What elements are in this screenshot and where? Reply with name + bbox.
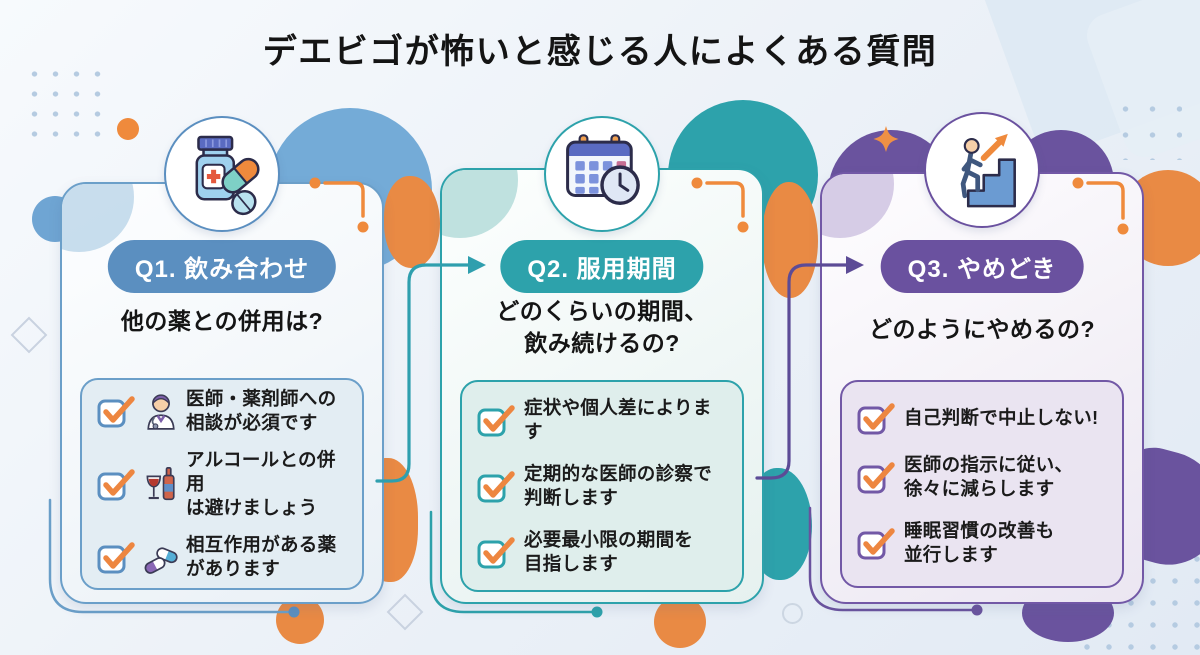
orange-dot-decoration [117, 118, 139, 140]
orange-semicircle-decoration [654, 596, 706, 648]
dot-grid-decoration [1112, 96, 1182, 160]
dot-grid-decoration [24, 64, 110, 146]
pills-icon [144, 547, 178, 574]
list-item-text: 相互作用がある薬 があります [186, 534, 337, 580]
stairs-up-icon [924, 112, 1040, 228]
list-item: 睡眠習慣の改善も 並行します [856, 519, 1108, 567]
checkbox-checked-icon [97, 542, 135, 574]
checkbox-checked-icon [857, 528, 895, 560]
orange-blob-decoration [384, 176, 440, 268]
card-corner-tint [442, 170, 762, 602]
medicine-bottle-capsule-icon [164, 116, 280, 232]
checkbox-checked-icon [97, 396, 135, 428]
list-item: 症状や個人差によります [476, 396, 728, 444]
checklist-q2: 症状や個人差によります 定期的な医師の診察で 判断します 必要最小限の期間を 目… [460, 380, 744, 592]
checkbox-checked-icon [97, 469, 135, 501]
circle-outline-decoration [782, 603, 803, 624]
list-item-text: 症状や個人差によります [524, 396, 712, 442]
question-q1: 他の薬との併用は? [120, 308, 324, 334]
card-q3: Q3. やめどき どのようにやめるの? 自己判断で中止しない! 医師の指示に従い… [820, 112, 1144, 604]
checkbox-checked-icon [477, 537, 515, 569]
corner-circle-decoration [822, 174, 894, 238]
list-item-text: 必要最小限の期間を 目指します [524, 529, 694, 575]
checklist-q3: 自己判断で中止しない! 医師の指示に従い、 徐々に減らします 睡眠習慣の改善も … [840, 380, 1124, 588]
badge-q2: Q2. 服用期間 [500, 240, 704, 293]
alcohol-icon [146, 467, 175, 501]
list-item: アルコールとの併用 は避けましょう [96, 448, 348, 520]
list-item-text: アルコールとの併用 は避けましょう [186, 448, 336, 519]
question-q2: どのくらいの期間、 飲み続けるの? [496, 298, 708, 356]
list-item-text: 定期的な医師の診察で 判断します [524, 462, 713, 508]
list-item-text: 医師の指示に従い、 徐々に減らします [904, 453, 1074, 499]
diamond-decoration [10, 316, 48, 354]
badge-q1: Q1. 飲み合わせ [107, 240, 337, 293]
page-title: デエビゴが怖いと感じる人によくある質問 [262, 33, 938, 71]
checkbox-checked-icon [477, 471, 515, 503]
list-item-text: 睡眠習慣の改善も 並行します [904, 520, 1055, 566]
corner-circle-decoration [442, 170, 518, 238]
list-item: 相互作用がある薬 があります [96, 533, 348, 581]
list-item-text: 自己判断で中止しない! [904, 406, 1099, 428]
card-corner-tint [62, 184, 382, 602]
calendar-clock-icon [544, 116, 660, 232]
orange-blob-decoration [762, 182, 818, 298]
checkbox-checked-icon [477, 405, 515, 437]
card-q1: Q1. 飲み合わせ 他の薬との併用は? 医師・薬剤師への 相談が必須です [60, 116, 384, 604]
list-item-text: 医師・薬剤師への 相談が必須です [186, 387, 337, 433]
card-q2: Q2. 服用期間 どのくらいの期間、 飲み続けるの? 症状や個人差によります 定… [440, 116, 764, 604]
checkbox-checked-icon [857, 403, 895, 435]
list-item: 必要最小限の期間を 目指します [476, 528, 728, 576]
checkbox-checked-icon [857, 462, 895, 494]
badge-q3: Q3. やめどき [880, 240, 1084, 293]
doctor-icon [147, 394, 175, 430]
list-item: 医師・薬剤師への 相談が必須です [96, 387, 348, 435]
list-item: 自己判断で中止しない! [856, 401, 1108, 435]
card-corner-tint [822, 174, 1142, 602]
list-item: 定期的な医師の診察で 判断します [476, 462, 728, 510]
diamond-decoration [386, 593, 424, 631]
checklist-q1: 医師・薬剤師への 相談が必須です アルコールとの併用 は避けましょう [80, 378, 364, 590]
list-item: 医師の指示に従い、 徐々に減らします [856, 453, 1108, 501]
question-q3: どのようにやめるの? [868, 316, 1096, 342]
